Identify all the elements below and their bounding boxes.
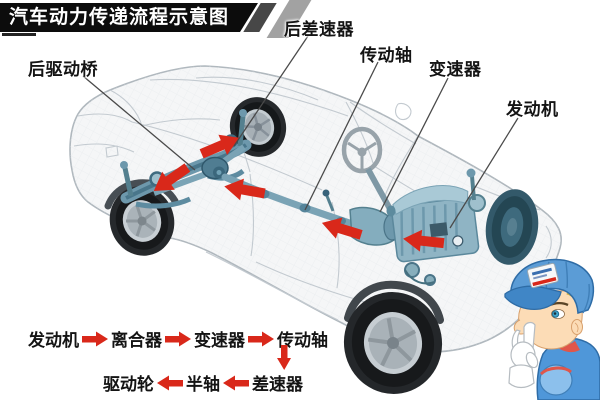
label-drive-shaft: 传动轴 (360, 46, 413, 66)
flow-node-drive-wheels: 驱动轮 (103, 375, 154, 395)
label-rear-drive-axle: 后驱动桥 (28, 60, 98, 80)
mascot-cap-badge (527, 262, 559, 289)
mascot-glove (508, 321, 539, 389)
title-banner: 汽车动力传递流程示意图 (0, 3, 258, 32)
wheel-front-right (485, 189, 539, 265)
mascot-cap-brim (504, 285, 562, 311)
front-suspension (404, 168, 486, 286)
banner-underline (2, 33, 36, 36)
leader-engine (449, 117, 519, 229)
flow-node-engine: 发动机 (28, 331, 79, 351)
mascot-sleeve (539, 364, 573, 396)
leader-rear-drive-axle (82, 75, 196, 171)
mechanic-mascot (504, 258, 600, 400)
mascot-ear (571, 319, 583, 335)
flow-node-transmission: 变速器 (194, 331, 245, 351)
flow-arrow-down-icon (277, 345, 291, 370)
steering-wheel (341, 126, 396, 217)
flow-row-2: 驱动轮 半轴 差速器 (103, 370, 303, 395)
flow-node-differential: 差速器 (252, 375, 303, 395)
leader-rear-differential (233, 35, 309, 147)
front-wheel-arch (344, 280, 444, 324)
leader-transmission (379, 77, 449, 213)
leader-drive-shaft (304, 61, 379, 211)
flow-arrow-right-icon (165, 331, 191, 346)
flow-node-driveshaft: 传动轴 (277, 331, 328, 351)
wheel-front-left (343, 292, 443, 394)
flow-arrow-left-icon (157, 375, 183, 390)
flow-node-clutch: 离合器 (111, 331, 162, 351)
flow-arrow-right-icon (248, 331, 274, 346)
mascot-collar (556, 341, 580, 353)
flow-node-halfshaft: 半轴 (186, 375, 220, 395)
wheel-rear-left (109, 186, 175, 256)
flow-arrow-left-icon (223, 375, 249, 390)
flow-arrow-right-icon (82, 331, 108, 346)
flow-row-1: 发动机 离合器 变速器 传动轴 (28, 326, 328, 351)
label-rear-differential: 后差速器 (284, 20, 354, 40)
label-transmission: 变速器 (429, 60, 482, 80)
label-engine: 发动机 (506, 100, 559, 120)
page-title: 汽车动力传递流程示意图 (9, 6, 230, 28)
label-leader-lines (82, 35, 519, 229)
